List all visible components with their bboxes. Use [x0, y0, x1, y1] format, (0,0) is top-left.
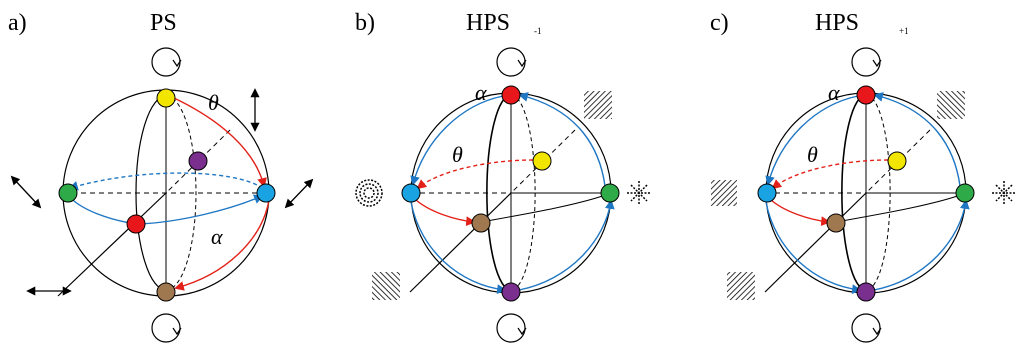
red-arrow-upper — [173, 97, 267, 188]
alpha-label: α — [475, 80, 487, 105]
meridian-back — [510, 94, 536, 291]
red-point — [856, 85, 876, 105]
equator-front-curve — [835, 192, 967, 223]
meridian-back — [165, 95, 197, 291]
blue-arrow-upper-left — [410, 95, 504, 186]
panel-b: b) HPS -1 α θ — [355, 10, 651, 343]
meridian-front — [486, 94, 512, 291]
cyan-point — [256, 183, 276, 203]
theta-label: θ — [208, 90, 219, 115]
panel-a-title: PS — [150, 10, 177, 36]
circular-arrow-icon — [851, 313, 882, 343]
polarization-pattern-icon — [627, 181, 651, 205]
meridian-front — [135, 95, 167, 291]
panel-a: a) PS θ α — [8, 10, 314, 343]
meridian-back — [865, 94, 891, 291]
double-headed-arrow-icon — [284, 178, 314, 209]
red-point — [126, 214, 146, 234]
alpha-label: α — [211, 224, 223, 249]
red-arrow-back — [416, 159, 534, 190]
polarization-pattern-icon — [355, 179, 383, 207]
blue-arrow-lower-right — [518, 199, 615, 291]
yellow-point — [532, 151, 552, 171]
diagonal-axis-front — [764, 192, 867, 293]
blue-arrow-front-left — [67, 194, 138, 228]
panel-b-subscript: -1 — [534, 26, 542, 36]
panel-c: c) HPS +1 α θ — [710, 10, 1016, 343]
diagonal-axis-back — [865, 129, 931, 194]
panel-c-label: c) — [710, 10, 729, 36]
blue-arrow-front-right — [139, 194, 264, 225]
diagonal-axis-back — [165, 129, 231, 194]
panel-c-subscript: +1 — [899, 26, 909, 36]
brown-point — [826, 213, 846, 233]
polarization-pattern-icon — [711, 180, 737, 206]
polarization-pattern-icon — [992, 181, 1016, 205]
blue-arrow-upper-right — [518, 92, 606, 187]
purple-point — [188, 151, 208, 171]
polarization-pattern-icon — [937, 91, 965, 119]
blue-arrow-upper-right — [873, 92, 961, 187]
meridian-front — [841, 94, 867, 291]
cyan-point — [401, 183, 421, 203]
panel-a-label: a) — [8, 10, 27, 36]
green-point — [600, 183, 620, 203]
circular-arrow-icon — [851, 47, 882, 77]
red-arrow-lower — [174, 199, 270, 291]
double-headed-arrow-icon — [10, 175, 42, 209]
theta-label: θ — [807, 142, 818, 167]
circular-arrow-icon — [496, 313, 527, 343]
cyan-point — [757, 183, 777, 203]
theta-label: θ — [452, 142, 463, 167]
blue-arrow-upper-left — [765, 95, 859, 186]
diagonal-axis-back — [510, 129, 576, 194]
circular-arrow-icon — [496, 47, 527, 77]
blue-arrow-lower-left — [410, 201, 507, 294]
circular-arrow-icon — [151, 313, 182, 343]
blue-arrow-lower-right — [873, 199, 970, 291]
green-point — [58, 183, 78, 203]
alpha-label: α — [828, 80, 840, 105]
red-arrow-back — [771, 159, 889, 190]
brown-point — [471, 213, 491, 233]
diagonal-axis-front — [57, 192, 167, 297]
red-arrow-front — [770, 199, 831, 227]
panel-c-title: HPS — [815, 10, 859, 36]
circular-arrow-icon — [151, 47, 182, 77]
yellow-point — [156, 88, 176, 108]
equator-front-curve — [480, 192, 612, 223]
yellow-point — [887, 151, 907, 171]
blue-arrow-back-equator — [68, 172, 269, 194]
diagonal-axis-front — [409, 192, 512, 293]
polarization-pattern-icon — [372, 272, 400, 300]
purple-point — [856, 282, 876, 302]
purple-point — [501, 282, 521, 302]
panel-b-title: HPS — [466, 10, 510, 36]
brown-point — [156, 282, 176, 302]
panel-b-label: b) — [355, 10, 375, 36]
polarization-pattern-icon — [727, 272, 755, 300]
blue-arrow-lower-left — [765, 201, 862, 294]
polarization-pattern-icon — [584, 91, 612, 119]
red-point — [501, 85, 521, 105]
red-arrow-front — [415, 199, 476, 227]
green-point — [955, 183, 975, 203]
